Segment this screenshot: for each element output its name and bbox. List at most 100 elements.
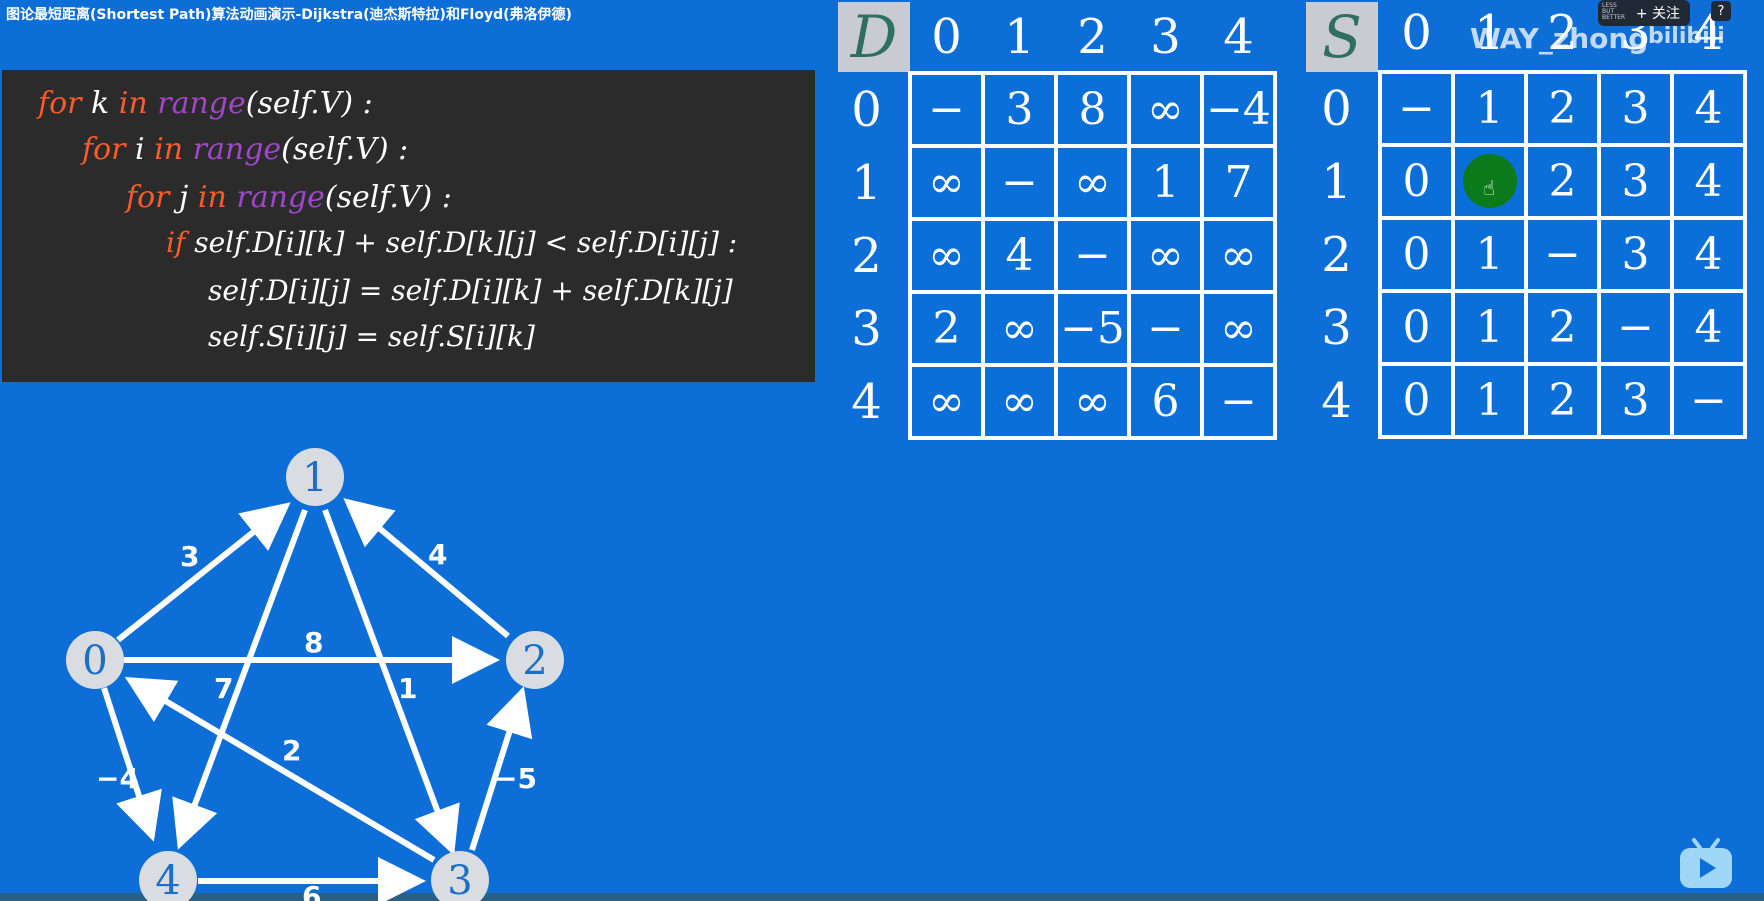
matrix-cell: − [983,146,1056,219]
code-function: range [226,180,325,215]
follow-label: + 关注 [1635,6,1680,22]
code-keyword: in [197,180,227,215]
matrix-cell: ∞ [910,219,983,292]
node-label: 2 [522,638,547,684]
column-header: 0 [931,8,962,65]
matrix-cell: 0 [1380,364,1453,437]
node-label: 4 [155,858,180,901]
code-keyword: in [118,86,148,121]
matrix-cell: 1 [1129,146,1202,219]
node-label: 0 [82,638,107,684]
watermark: WAY_zhong [1470,22,1649,55]
edge-label: 3 [180,540,199,573]
edge-1-4 [172,508,308,850]
matrix-cell: 0 [1380,218,1453,291]
code-variable: i [125,132,155,167]
matrix-cell: − [1672,364,1745,437]
matrix-cell: 2 [910,292,983,365]
code-line-1: for k in range(self.V) : [38,86,373,121]
matrix-cell: ∞ [1129,73,1202,146]
edge-label: 7 [214,672,233,705]
column-header: 1 [1474,4,1505,61]
column-header: 4 [1223,8,1254,65]
matrix-s-label: S [1306,2,1378,72]
code-function: range [183,132,282,167]
matrix-cell: ∞ [983,292,1056,365]
matrix-cell: − [1526,218,1599,291]
matrix-cell: ∞ [1056,365,1129,438]
code-keyword: if [166,226,186,259]
matrix-cell: 6 [1129,365,1202,438]
row-header: 1 [851,154,882,211]
matrix-cell: ∞ [1202,219,1275,292]
matrix-cell: 1 [1453,72,1526,145]
help-button[interactable]: ? [1711,1,1731,21]
cursor-hand-icon: ☝ [1483,176,1496,200]
graph-node-2: 2 [506,631,564,689]
matrix-cell: 4 [1672,72,1745,145]
code-variable: j [169,180,198,215]
matrix-cell: 3 [1599,218,1672,291]
bilibili-logo: bilibili [1648,24,1725,49]
column-header: 2 [1547,4,1578,61]
bilibili-tv-icon[interactable] [1678,838,1734,890]
code-line-4: if self.D[i][k] + self.D[k][j] < self.D[… [166,226,737,259]
row-header: 3 [1321,299,1352,356]
matrix-cell: 2 [1526,291,1599,364]
matrix-cell: 0 [1380,145,1453,218]
matrix-cell: − [1202,365,1275,438]
follow-badge: LESS BUT BETTER [1602,2,1626,21]
row-header: 3 [851,300,882,357]
matrix-cell: 1 [1453,364,1526,437]
edge-2-1 [343,498,510,639]
code-keyword: for [38,86,82,121]
code-line-5: self.D[i][j] = self.D[i][k] + self.D[k][… [208,274,733,307]
edge-0-1 [116,502,291,643]
matrix-cell: 3 [1599,72,1672,145]
matrix-cell: 2 [1526,145,1599,218]
row-header: 0 [1321,80,1352,137]
edge-label: 1 [398,672,417,705]
matrix-cell: −5 [1056,292,1129,365]
row-header: 1 [1321,153,1352,210]
code-keyword: for [126,180,170,215]
code-line-3: for j in range(self.V) : [126,180,452,215]
code-panel: for k in range(self.V) : for i in range(… [2,70,815,382]
matrix-cell: 4 [1672,291,1745,364]
matrix-cell: 3 [983,73,1056,146]
code-text: (self.V) : [324,180,452,215]
matrix-cell: 4 [983,219,1056,292]
matrix-cell: − [1599,291,1672,364]
matrix-cell: − [910,73,983,146]
edge-3-0 [124,676,436,863]
edge-label: 4 [428,538,447,571]
code-text: self.D[i][k] + self.D[k][j] < self.D[i][… [185,226,738,259]
code-variable: k [81,86,119,121]
code-keyword: in [154,132,184,167]
column-header: 1 [1004,8,1035,65]
graph-node-0: 0 [66,631,124,689]
edge-1-3 [322,508,460,856]
progress-bar[interactable] [0,893,1764,901]
edge-0-4 [101,687,162,842]
matrix-d-label: D [838,2,910,72]
follow-button[interactable]: LESS BUT BETTER + 关注 [1598,0,1690,26]
matrix-cell: 2 [1526,364,1599,437]
matrix-cell: ∞ [1129,219,1202,292]
code-line-2: for i in range(self.V) : [82,132,408,167]
row-header: 4 [851,373,882,430]
row-header: 2 [851,227,882,284]
code-text: (self.V) : [245,86,373,121]
column-header: 2 [1077,8,1108,65]
column-header: 3 [1150,8,1181,65]
edge-label: 6 [302,880,321,901]
matrix-cell: 2 [1526,72,1599,145]
matrix-cell: ∞ [1056,146,1129,219]
code-line-6: self.S[i][j] = self.S[i][k] [208,320,535,353]
matrix-cell: 3 [1599,145,1672,218]
matrix-cell: ∞ [910,146,983,219]
edge-3-2 [469,686,533,851]
matrix-cell: 3 [1599,364,1672,437]
matrix-cell: 8 [1056,73,1129,146]
matrix-cell: ∞ [1202,292,1275,365]
